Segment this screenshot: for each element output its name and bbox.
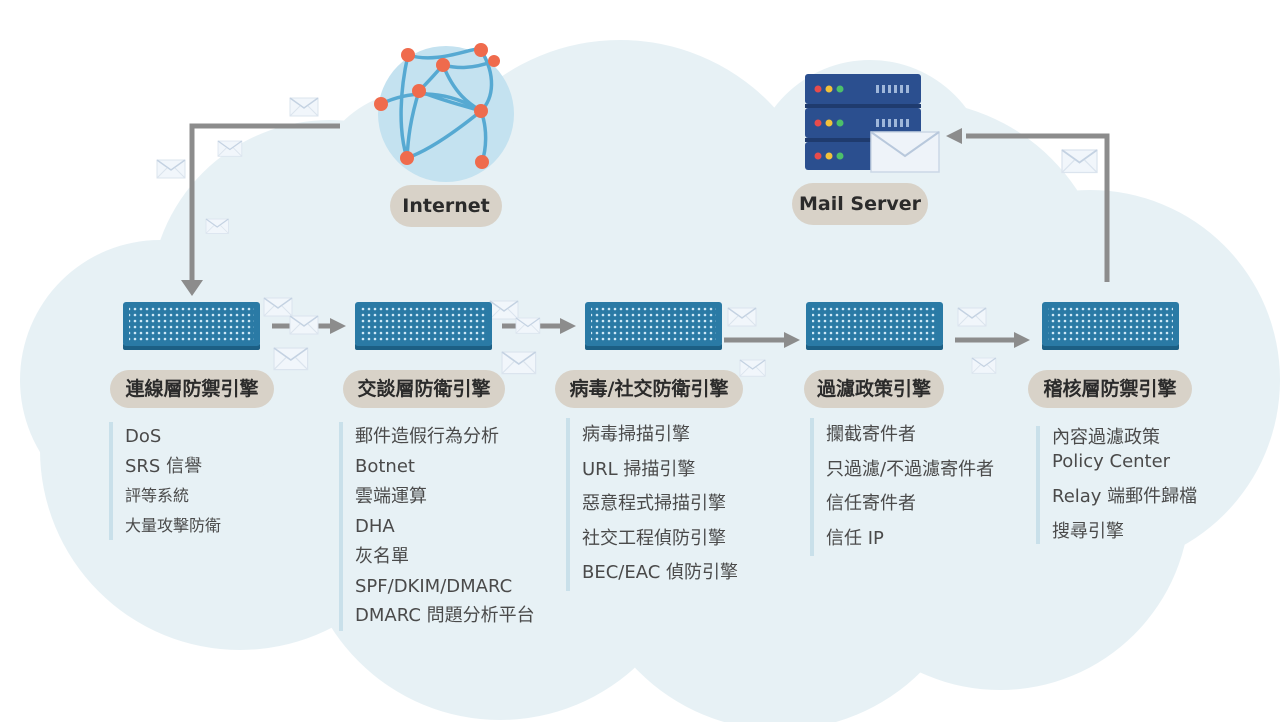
envelope-icon — [1061, 149, 1098, 174]
engine-title-filter-policy: 過濾政策引擎 — [804, 370, 944, 408]
arrow-icon — [330, 318, 346, 334]
arrow-heads — [181, 128, 1030, 348]
engine-3-feature-list: 病毒掃描引擎 URL 掃描引擎 惡意程式掃描引擎 社交工程偵防引擎 BEC/EA… — [566, 418, 738, 591]
engine-1-feature-list: DoS SRS 信譽 評等系統 大量攻擊防衛 — [109, 422, 221, 540]
arrow-icon — [181, 280, 203, 296]
feature-item: 只過濾/不過濾寄件者 — [826, 458, 995, 480]
feature-item: SPF/DKIM/DMARC — [355, 575, 513, 597]
envelope-icon — [971, 357, 997, 374]
feature-item: 雲端運算 — [355, 485, 427, 507]
feature-item: 灰名單 — [355, 545, 409, 567]
engine-node-4 — [806, 302, 943, 350]
engine-node-1 — [123, 302, 260, 350]
flow-arrows — [189, 123, 1110, 343]
feature-item: URL 掃描引擎 — [582, 458, 696, 480]
feature-item: 信任 IP — [826, 527, 884, 549]
engine-title-connection: 連線層防禦引擎 — [110, 370, 274, 408]
feature-item: SRS 信譽 — [125, 455, 203, 477]
feature-item: Relay 端郵件歸檔 — [1052, 486, 1198, 507]
feature-item: 大量攻擊防衛 — [125, 515, 222, 535]
engine-title-session: 交談層防衛引擎 — [343, 370, 505, 408]
envelope-icon — [870, 131, 940, 173]
envelope-icon — [489, 300, 519, 320]
envelope-icon — [501, 351, 537, 375]
feature-item: Botnet — [355, 455, 415, 477]
engine-title-audit: 稽核層防禦引擎 — [1028, 370, 1192, 408]
server-icon — [805, 74, 940, 173]
envelope-icon — [289, 315, 319, 335]
feature-item: 信任寄件者 — [826, 493, 916, 514]
feature-item: Policy Center — [1052, 451, 1171, 472]
engine-node-2 — [355, 302, 492, 350]
arrow-icon — [1014, 332, 1030, 348]
arrow-internet-to-connection — [189, 123, 340, 284]
arrow-icon — [946, 128, 962, 144]
feature-item: 攔截寄件者 — [826, 424, 916, 445]
mail-server-label: Mail Server — [792, 183, 928, 225]
feature-item: 惡意程式掃描引擎 — [582, 493, 726, 514]
feature-item: BEC/EAC 偵防引擎 — [582, 562, 739, 583]
feature-item: 搜尋引擎 — [1052, 521, 1124, 542]
envelope-icon — [957, 307, 987, 327]
envelope-icon — [289, 97, 319, 117]
internet-label: Internet — [390, 185, 502, 227]
engine-2-feature-list: 郵件造假行為分析 Botnet 雲端運算 DHA 灰名單 SPF/DKIM/DM… — [339, 422, 535, 632]
feature-item: 社交工程偵防引擎 — [582, 527, 726, 549]
feature-item: 評等系統 — [125, 486, 190, 505]
feature-item: 病毒掃描引擎 — [582, 424, 690, 445]
envelope-icon — [205, 218, 229, 234]
envelope-icon — [217, 140, 243, 157]
engine-node-5 — [1042, 302, 1179, 350]
engine-4-feature-list: 攔截寄件者 只過濾/不過濾寄件者 信任寄件者 信任 IP — [810, 418, 994, 556]
engine-node-3 — [585, 302, 722, 350]
globe-icon — [374, 43, 514, 182]
engine-5-feature-list: 內容過濾政策 Policy Center Relay 端郵件歸檔 搜尋引擎 — [1036, 426, 1197, 544]
envelope-icon — [263, 297, 293, 317]
envelope-icon — [156, 159, 186, 179]
feature-item: DoS — [125, 426, 162, 447]
feature-item: DMARC 問題分析平台 — [355, 605, 535, 627]
envelope-icon — [273, 347, 309, 371]
envelope-icon — [515, 317, 541, 334]
feature-item: DHA — [355, 515, 395, 537]
feature-item: 郵件造假行為分析 — [355, 426, 499, 447]
envelope-icon — [739, 359, 766, 377]
arrow-icon — [784, 332, 800, 348]
arrow-icon — [560, 318, 576, 334]
feature-item: 內容過濾政策 — [1052, 427, 1160, 448]
engine-title-virus-social: 病毒/社交防衛引擎 — [555, 370, 743, 408]
envelope-icon — [727, 307, 757, 327]
arrow-audit-to-mailserver — [966, 133, 1110, 282]
